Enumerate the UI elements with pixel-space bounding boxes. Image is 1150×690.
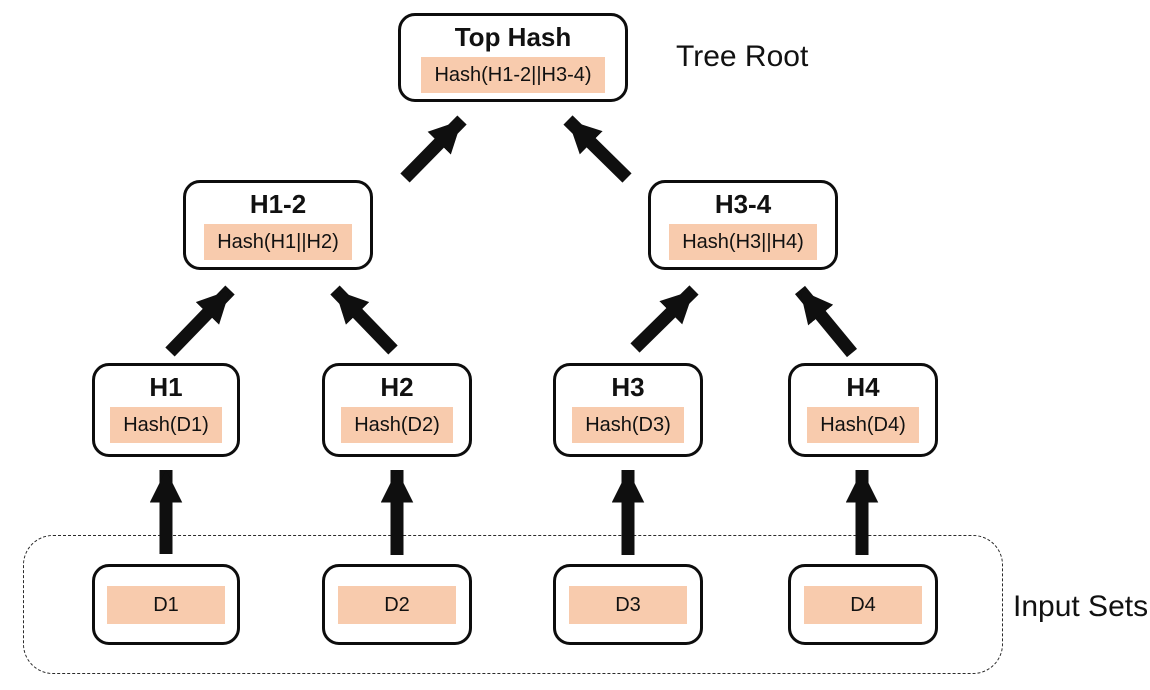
node-h3: H3 Hash(D3) [553, 363, 703, 457]
node-h1-2: H1-2 Hash(H1||H2) [183, 180, 373, 270]
node-title: H3 [611, 372, 645, 402]
node-hash-label: Hash(H3||H4) [669, 223, 817, 260]
node-h2: H2 Hash(D2) [322, 363, 472, 457]
node-hash-label: Hash(D3) [572, 406, 684, 443]
node-data-label: D3 [569, 585, 687, 624]
arrow-h34-to-top [563, 115, 632, 183]
node-data-label: D4 [804, 585, 922, 624]
node-top-hash: Top Hash Hash(H1-2||H3-4) [398, 13, 628, 102]
node-title: Top Hash [454, 22, 572, 52]
node-d3: D3 [553, 564, 703, 645]
node-d4: D4 [788, 564, 938, 645]
input-sets-container [23, 535, 1003, 674]
arrow-h3-to-h34 [630, 285, 699, 353]
node-data-label: D1 [107, 585, 225, 624]
node-title: H4 [846, 372, 880, 402]
node-title: H2 [380, 372, 414, 402]
node-hash-label: Hash(H1||H2) [204, 223, 352, 260]
node-hash-label: Hash(D2) [341, 406, 453, 443]
input-sets-label: Input Sets [1013, 590, 1149, 623]
arrow-h4-to-h34 [794, 285, 858, 358]
node-h1: H1 Hash(D1) [92, 363, 240, 457]
node-h3-4: H3-4 Hash(H3||H4) [648, 180, 838, 270]
node-hash-label: Hash(D4) [807, 406, 919, 443]
node-h4: H4 Hash(D4) [788, 363, 938, 457]
node-d2: D2 [322, 564, 472, 645]
arrow-h2-to-h12 [330, 285, 398, 355]
node-title: H1 [149, 372, 183, 402]
arrow-h1-to-h12 [165, 285, 235, 357]
arrow-h12-to-top [400, 115, 467, 183]
node-d1: D1 [92, 564, 240, 645]
node-hash-label: Hash(H1-2||H3-4) [421, 56, 605, 93]
tree-root-label: Tree Root [676, 40, 809, 73]
node-title: H1-2 [249, 189, 307, 219]
node-hash-label: Hash(D1) [110, 406, 222, 443]
node-title: H3-4 [714, 189, 772, 219]
node-data-label: D2 [338, 585, 456, 624]
